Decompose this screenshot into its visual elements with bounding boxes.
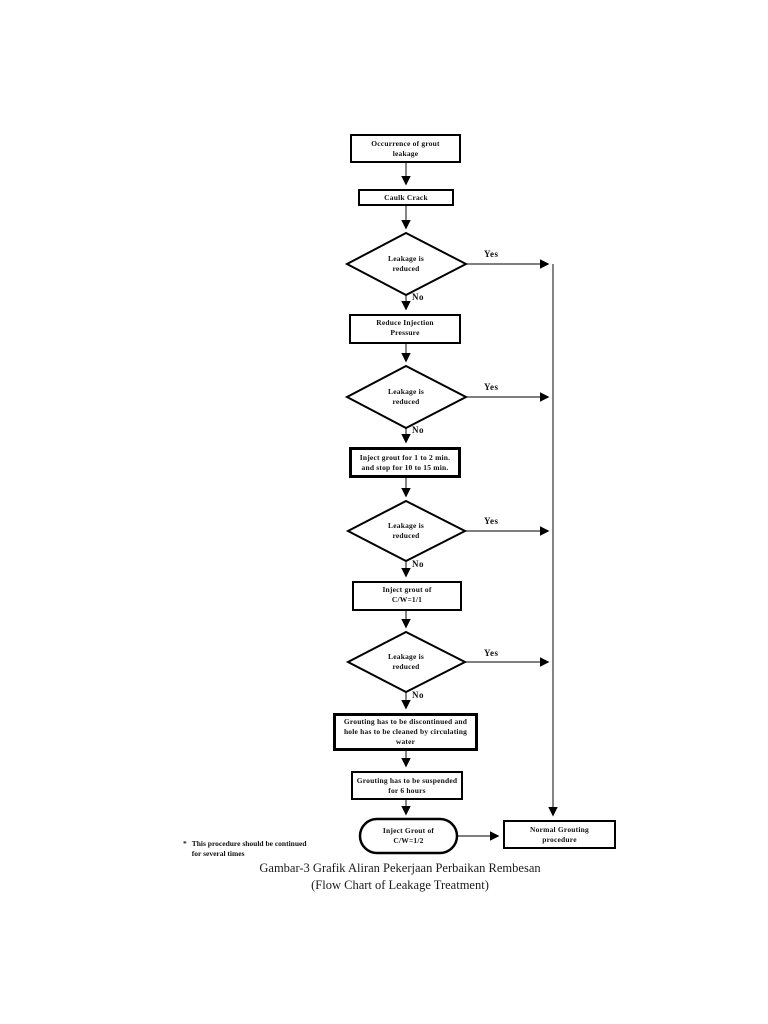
node-inject-grout-cw11: Inject grout of C/W=1/1 — [352, 581, 462, 611]
node-occurrence-of-grout-leakage: Occurrence of grout leakage — [350, 134, 461, 163]
node-text: Caulk Crack — [384, 192, 428, 202]
node-text: Leakage is — [388, 521, 424, 531]
node-text: for 6 hours — [388, 785, 426, 795]
node-text: reduced — [392, 662, 420, 671]
node-text: water — [395, 736, 416, 746]
node-text: Grouting has to be suspended — [356, 775, 458, 785]
decision-4-leakage-reduced: Leakage is reduced — [356, 647, 456, 677]
edge-label-no-4: No — [412, 690, 424, 700]
edge-label-yes-3: Yes — [484, 516, 499, 526]
edge-label-yes-1: Yes — [484, 249, 499, 259]
footnote: * This procedure should be continued for… — [183, 839, 307, 859]
edge-label-no-1: No — [412, 292, 424, 302]
footnote-marker: * — [183, 839, 187, 848]
node-text: leakage — [392, 148, 419, 158]
node-text: reduced — [392, 531, 420, 540]
edge-label-no-2: No — [412, 425, 424, 435]
footnote-text: for several times — [191, 849, 245, 859]
node-text: Occurrence of grout — [371, 138, 440, 148]
edge-label-no-3: No — [412, 559, 424, 569]
terminator-inject-grout-cw12: Inject Grout of C/W=1/2 — [360, 821, 457, 851]
decision-2-leakage-reduced: Leakage is reduced — [356, 382, 456, 412]
decision-1-leakage-reduced: Leakage is reduced — [356, 249, 456, 279]
caption-line-1: Gambar-3 Grafik Aliran Pekerjaan Perbaik… — [259, 861, 541, 875]
node-text: C/W=1/2 — [393, 836, 424, 845]
node-text: Inject Grout of — [382, 826, 435, 836]
node-inject-grout-time: Inject grout for 1 to 2 min. and stop fo… — [349, 447, 461, 478]
node-text: Pressure — [390, 327, 420, 337]
decision-3-leakage-reduced: Leakage is reduced — [356, 516, 456, 546]
node-text: Inject grout of — [382, 585, 432, 594]
node-text: procedure — [542, 834, 577, 844]
node-normal-grouting-procedure: Normal Grouting procedure — [503, 820, 616, 849]
node-text: Reduce Injection — [376, 318, 434, 327]
node-text: reduced — [392, 397, 420, 406]
node-text: Leakage is — [388, 652, 424, 662]
node-text: Leakage is — [388, 387, 424, 397]
node-grouting-suspended: Grouting has to be suspended for 6 hours — [351, 771, 463, 800]
node-text: Inject grout for 1 to 2 min. — [359, 452, 451, 462]
node-text: reduced — [392, 264, 420, 273]
node-text: Normal Grouting — [530, 824, 589, 834]
footnote-text: This procedure should be continued — [191, 839, 307, 848]
node-grouting-discontinued: Grouting has to be discontinued and hole… — [333, 713, 478, 751]
node-reduce-injection-pressure: Reduce Injection Pressure — [349, 314, 461, 344]
edge-label-yes-2: Yes — [484, 382, 499, 392]
node-text: C/W=1/1 — [391, 594, 423, 604]
figure-caption: Gambar-3 Grafik Aliran Pekerjaan Perbaik… — [100, 861, 700, 893]
node-text: Grouting has to be discontinued and — [343, 717, 468, 727]
edge-label-yes-4: Yes — [484, 648, 499, 658]
node-text: and stop for 10 to 15 min. — [361, 462, 449, 472]
node-text: Leakage is — [388, 254, 424, 264]
node-text: hole has to be cleaned by circulating — [343, 727, 468, 737]
caption-line-2: (Flow Chart of Leakage Treatment) — [311, 878, 489, 892]
node-caulk-crack: Caulk Crack — [358, 189, 454, 206]
